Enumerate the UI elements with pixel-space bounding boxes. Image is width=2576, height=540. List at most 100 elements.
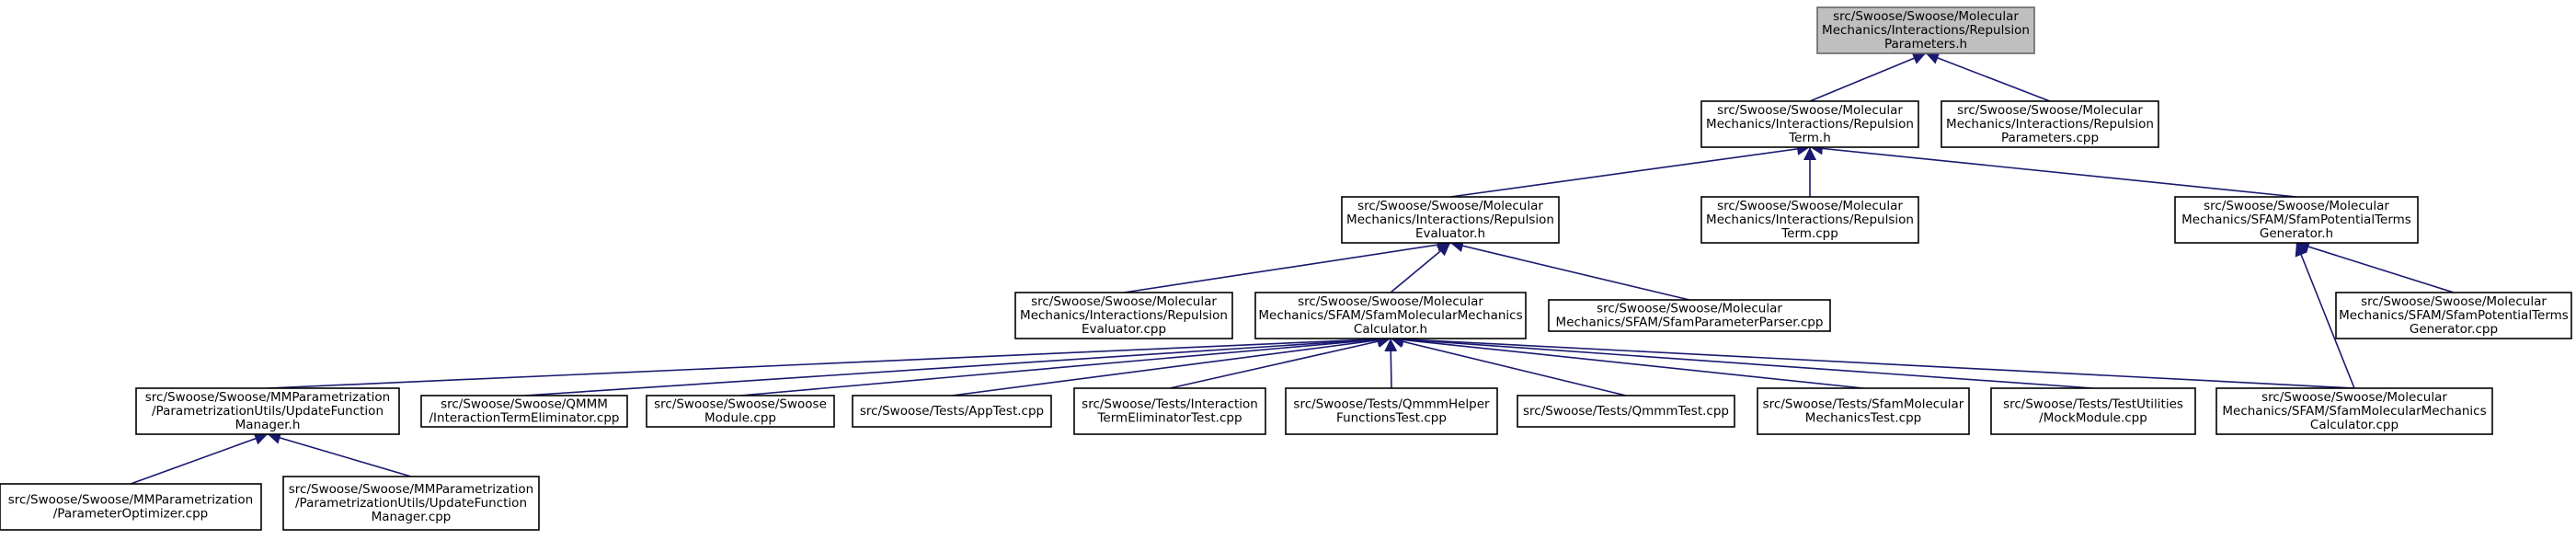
file-node-label-line: Mechanics/SFAM/SfamPotentialTerms bbox=[2181, 213, 2411, 227]
file-node-label-line: src/Swoose/Swoose/Molecular bbox=[1833, 9, 2019, 24]
file-node-label-line: TermEliminatorTest.cpp bbox=[1096, 411, 1242, 426]
edge-n11-to-n7 bbox=[523, 332, 1391, 396]
file-node-box bbox=[852, 395, 1052, 428]
file-node[interactable]: src/Swoose/Swoose/MMParametrization/Para… bbox=[282, 476, 540, 531]
dependency-edge bbox=[2295, 242, 2355, 389]
dependency-edge bbox=[523, 332, 1391, 396]
file-node-label-line: /ParameterOptimizer.cpp bbox=[53, 507, 208, 522]
file-node-label-line: src/Swoose/Tests/AppTest.cpp bbox=[860, 404, 1044, 419]
dependency-edge bbox=[267, 431, 412, 477]
file-node-label-line: Evaluator.h bbox=[1415, 226, 1485, 241]
edge-n10-to-n7 bbox=[267, 332, 1391, 389]
file-node-label-line: src/Swoose/Tests/Interaction bbox=[1082, 397, 1258, 412]
file-node-label-line: Parameters.h bbox=[1884, 37, 1967, 52]
file-node-label-line: Calculator.cpp bbox=[2310, 418, 2399, 432]
edge-n20-to-n10 bbox=[130, 432, 269, 485]
edge-n17-to-n7 bbox=[1390, 333, 1864, 389]
file-node-box bbox=[1014, 292, 1233, 339]
dependency-edge bbox=[1809, 142, 2297, 198]
edge-n21-to-n10 bbox=[267, 431, 412, 477]
file-node-box bbox=[1073, 387, 1266, 435]
file-node-label-line: FunctionsTest.cpp bbox=[1336, 411, 1447, 426]
dependency-edge bbox=[1390, 242, 1451, 293]
dependency-edge bbox=[1390, 335, 1627, 396]
file-node-label: src/Swoose/Swoose/QMMM/InteractionTermEl… bbox=[429, 397, 620, 426]
file-node-label-line: src/Swoose/Swoose/MMParametrization bbox=[145, 390, 391, 405]
dependency-edge bbox=[1390, 333, 1864, 389]
file-node-label-line: src/Swoose/Swoose/Molecular bbox=[1717, 103, 1903, 118]
file-node-label-line: src/Swoose/Swoose/Molecular bbox=[1957, 103, 2143, 118]
file-node-label-line: Mechanics/Interactions/Repulsion bbox=[1822, 23, 2030, 38]
file-node[interactable]: src/Swoose/Swoose/QMMM/InteractionTermEl… bbox=[420, 395, 628, 428]
file-node-label-line: Term.h bbox=[1788, 131, 1831, 145]
file-node-label-line: MechanicsTest.cpp bbox=[1805, 411, 1921, 426]
edge-n7-to-n3 bbox=[1390, 242, 1451, 293]
edge-n18-to-n7 bbox=[1390, 333, 2094, 389]
file-node-label: src/Swoose/Swoose/MMParametrization/Para… bbox=[289, 482, 534, 524]
file-node-box bbox=[282, 476, 540, 531]
file-node[interactable]: src/Swoose/Tests/AppTest.cpp bbox=[852, 395, 1052, 428]
file-node-label-line: Mechanics/SFAM/SfamMolecularMechanics bbox=[2222, 404, 2486, 419]
edge-n14-to-n7 bbox=[1169, 335, 1391, 389]
file-node-label-line: src/Swoose/Swoose/Molecular bbox=[1717, 199, 1903, 213]
file-node-label-line: src/Swoose/Swoose/MMParametrization bbox=[8, 493, 254, 508]
file-node-label: src/Swoose/Tests/AppTest.cpp bbox=[860, 404, 1044, 419]
dependency-edge bbox=[130, 432, 269, 485]
file-node-label-line: src/Swoose/Swoose/Molecular bbox=[2361, 294, 2547, 309]
file-node-label-line: src/Swoose/Swoose/Molecular bbox=[2261, 390, 2447, 405]
file-node[interactable]: src/Swoose/Tests/TestUtilities/MockModul… bbox=[1990, 387, 2196, 435]
file-node-box bbox=[2174, 196, 2419, 244]
file-node-label-line: Mechanics/SFAM/SfamMolecularMechanics bbox=[1258, 308, 1522, 323]
file-node-label-line: src/Swoose/Swoose/Molecular bbox=[1298, 294, 1483, 309]
file-node-label-line: Generator.h bbox=[2260, 226, 2333, 241]
file-node-box bbox=[1757, 387, 1970, 435]
file-node-label-line: src/Swoose/Swoose/Molecular bbox=[1357, 199, 1543, 213]
file-node[interactable]: src/Swoose/Swoose/MMParametrization/Para… bbox=[0, 483, 262, 531]
file-node-box bbox=[1517, 395, 1735, 428]
edge-n1-to-n0 bbox=[1809, 52, 1927, 102]
file-node[interactable]: src/Swoose/Tests/QmmmTest.cpp bbox=[1517, 395, 1735, 428]
file-node-label-line: Mechanics/Interactions/Repulsion bbox=[1706, 117, 1914, 132]
file-node-label-line: Manager.h bbox=[235, 418, 301, 432]
file-node-box bbox=[1700, 196, 1919, 244]
edge-n12-to-n7 bbox=[739, 333, 1391, 396]
file-node-label-line: /ParametrizationUtils/UpdateFunction bbox=[152, 404, 384, 419]
file-node-label-line: Mechanics/Interactions/Repulsion bbox=[1706, 213, 1914, 227]
file-node-label-line: Generator.cpp bbox=[2410, 322, 2498, 337]
file-node-box bbox=[0, 483, 262, 531]
dependency-edge bbox=[1809, 52, 1927, 102]
file-node-box bbox=[1548, 299, 1831, 332]
file-node[interactable]: src/Swoose/Swoose/MMParametrization/Para… bbox=[135, 387, 400, 435]
dependency-edge bbox=[2296, 240, 2455, 293]
file-node-label-line: src/Swoose/Tests/TestUtilities bbox=[2003, 397, 2183, 412]
